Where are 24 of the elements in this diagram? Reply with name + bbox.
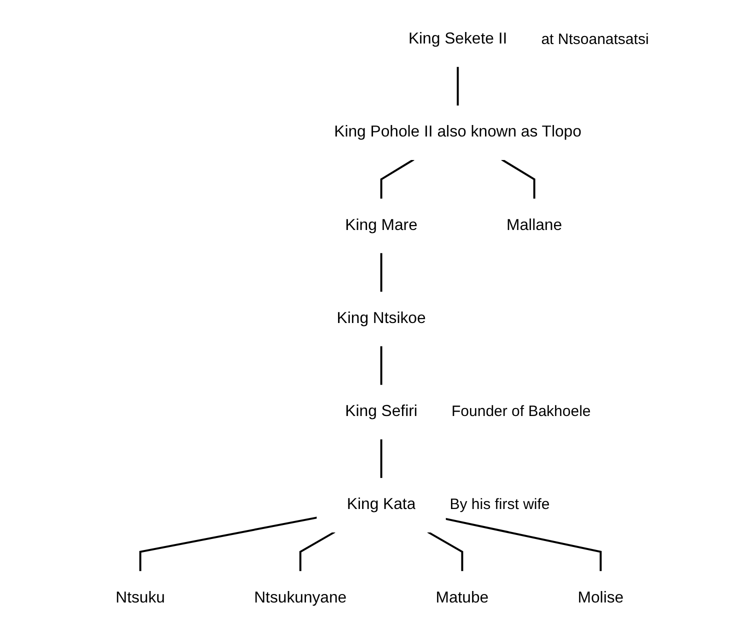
node-text: King Pohole II also known as Tlopo bbox=[334, 124, 582, 141]
connector bbox=[457, 66, 460, 106]
connector bbox=[300, 531, 336, 572]
node-text: King Sekete II bbox=[408, 30, 508, 48]
connector bbox=[380, 438, 383, 478]
connector bbox=[502, 158, 536, 200]
node-text: Ntsuku bbox=[116, 589, 166, 606]
annotation-text: By his first wife bbox=[450, 496, 550, 514]
node-text: Matube bbox=[436, 589, 490, 606]
connector bbox=[380, 158, 415, 200]
node-text: King Mare bbox=[346, 216, 418, 234]
node-text: Molise bbox=[578, 589, 624, 606]
node-text: King Ntsikoe bbox=[337, 310, 426, 327]
node-text: King Sefiri bbox=[346, 403, 418, 420]
connector bbox=[380, 252, 383, 292]
node-text: Mallane bbox=[506, 216, 562, 234]
annotation-text: Founder of Bakhoele bbox=[452, 403, 591, 420]
connector bbox=[140, 516, 318, 572]
annotation-text: at Ntsoanatsatsi bbox=[541, 30, 649, 48]
connector bbox=[446, 518, 602, 572]
node-text: Ntsukunyane bbox=[254, 589, 348, 606]
connector bbox=[380, 346, 383, 386]
connector bbox=[428, 531, 464, 572]
node-text: King Kata bbox=[347, 496, 416, 514]
